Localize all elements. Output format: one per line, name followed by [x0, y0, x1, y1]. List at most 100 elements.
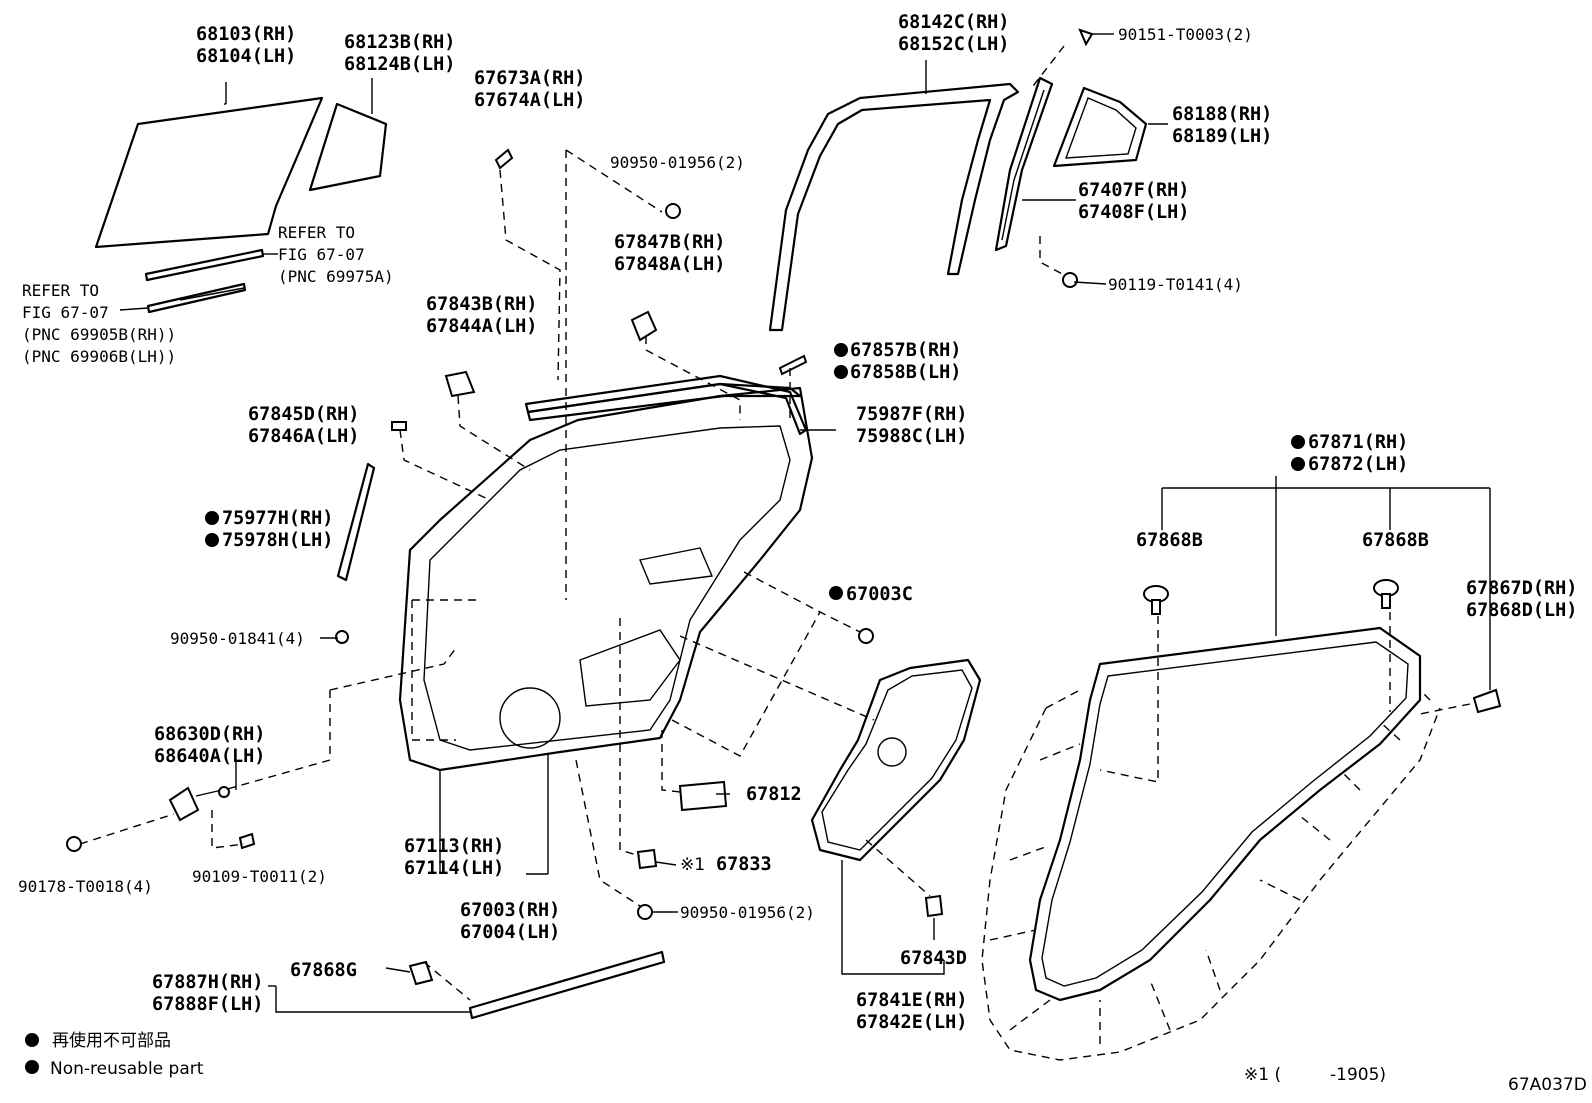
legend-japanese: 再使用不可部品 [52, 1030, 171, 1051]
label-68142c: 68142C(RH) [898, 12, 1009, 33]
label-90950-01841: 90950-01841(4) [170, 629, 305, 648]
label-90178-t0018: 90178-T0018(4) [18, 877, 153, 896]
label-67408f: 67408F(LH) [1078, 202, 1189, 223]
label-67674a: 67674A(LH) [474, 90, 585, 111]
clip-67833-drawing [636, 848, 658, 870]
outer-weatherstrip-drawing [524, 374, 808, 436]
label-67843b: 67843B(RH) [426, 294, 537, 315]
label-67004: 67004(LH) [460, 922, 560, 943]
clip-67673-drawing [494, 148, 514, 170]
bolt-90109-drawing [238, 832, 256, 850]
label-67868g: 67868G [290, 960, 357, 981]
clip-67845-drawing [391, 421, 407, 431]
refer-pnc-2a: (PNC 69905B(RH)) [22, 325, 176, 344]
label-67868b-left: 67868B [1136, 530, 1203, 551]
label-75978h: 75978H(LH) [222, 530, 333, 551]
service-hole-cover-drawing [810, 658, 982, 862]
bracket-67843b-drawing [444, 370, 476, 398]
label-90109-t0011: 90109-T0011(2) [192, 867, 327, 886]
pillar-trim-75977-drawing [336, 462, 376, 582]
label-67867d: 67867D(RH) [1466, 578, 1577, 599]
quarter-glass-drawing [308, 102, 388, 192]
label-67003c: 67003C [846, 584, 913, 605]
label-67858b: 67858B(LH) [850, 362, 961, 383]
bolt-90119-drawing [1062, 272, 1078, 288]
door-check-drawing [168, 786, 230, 822]
label-68103: 68103(RH) [196, 24, 296, 45]
label-90950-01956-top: 90950-01956(2) [610, 153, 745, 172]
label-67857b: 67857B(RH) [850, 340, 961, 361]
label-67673a: 67673A(RH) [474, 68, 585, 89]
label-68630d: 68630D(RH) [154, 724, 265, 745]
label-68152c: 68152C(LH) [898, 34, 1009, 55]
clip-67868g-drawing [408, 960, 434, 986]
dashed-assembly-lines [79, 45, 1471, 1001]
label-67887h: 67887H(RH) [152, 972, 263, 993]
grommet-90950-bottom-drawing [637, 904, 653, 920]
label-67847b: 67847B(RH) [614, 232, 725, 253]
label-90950-01956-bottom: 90950-01956(2) [680, 903, 815, 922]
refer-to-2: REFER TO [22, 281, 99, 300]
rocker-moulding-drawing [468, 950, 666, 1020]
legend: 再使用不可部品 Non-reusable part [50, 1030, 204, 1079]
door-glass-drawing [94, 96, 324, 249]
run-channel-drawing [768, 82, 1020, 332]
figure-code: 67A037D [1508, 1075, 1587, 1095]
part-labels: 68103(RH) 68104(LH) 68123B(RH) 68124B(LH… [18, 12, 1577, 1033]
clip-67868b-left-drawing [1143, 585, 1169, 615]
nut-90950-01841-drawing [335, 630, 349, 644]
grommet-90950-top-drawing [665, 203, 681, 219]
pillar-garnish-drawing [994, 76, 1054, 252]
label-68124b: 68124B(LH) [344, 54, 455, 75]
label-67871: 67871(RH) [1308, 432, 1408, 453]
refer-fig-1: FIG 67-07 [278, 245, 365, 264]
label-68104: 68104(LH) [196, 46, 296, 67]
label-68188: 68188(RH) [1172, 104, 1272, 125]
footnote-mark: ※1 ( [1244, 1065, 1281, 1085]
pad-67857-drawing [778, 354, 808, 376]
leader-lines [119, 33, 1491, 1013]
bolt-90178-drawing [66, 836, 82, 852]
refer-fig-2: FIG 67-07 [22, 303, 109, 322]
label-68189: 68189(LH) [1172, 126, 1272, 147]
grommet-67003c-drawing [858, 628, 874, 644]
label-90119-t0141: 90119-T0141(4) [1108, 275, 1243, 294]
label-67846a: 67846A(LH) [248, 426, 359, 447]
label-90151-t0003: 90151-T0003(2) [1118, 25, 1253, 44]
belt-moulding-drawing [144, 248, 265, 314]
door-weatherstrip-drawing [981, 626, 1441, 1061]
label-75977h: 75977H(RH) [222, 508, 333, 529]
clip-67843d-drawing [924, 894, 944, 918]
label-67868b-right: 67868B [1362, 530, 1429, 551]
label-67868d: 67868D(LH) [1466, 600, 1577, 621]
label-67407f: 67407F(RH) [1078, 180, 1189, 201]
label-75987f: 75987F(RH) [856, 404, 967, 425]
label-67003: 67003(RH) [460, 900, 560, 921]
clip-67867d-drawing [1472, 688, 1502, 714]
footnote: ※1 ( -1905) [1244, 1065, 1386, 1085]
label-68123b: 68123B(RH) [344, 32, 455, 53]
label-67843d: 67843D [900, 948, 967, 969]
label-67812: 67812 [746, 784, 802, 805]
footnote-range: -1905) [1330, 1065, 1386, 1085]
label-67833-mark: ※1 [680, 855, 705, 875]
label-67848a: 67848A(LH) [614, 254, 725, 275]
label-67844a: 67844A(LH) [426, 316, 537, 337]
label-67113: 67113(RH) [404, 836, 504, 857]
label-67845d: 67845D(RH) [248, 404, 359, 425]
label-67842e: 67842E(LH) [856, 1012, 967, 1033]
bolt-90151-drawing [1078, 28, 1094, 47]
label-67114: 67114(LH) [404, 858, 504, 879]
refer-pnc-1: (PNC 69975A) [278, 267, 394, 286]
legend-english: Non-reusable part [50, 1059, 204, 1079]
label-67841e: 67841E(RH) [856, 990, 967, 1011]
label-67888f: 67888F(LH) [152, 994, 263, 1015]
non-reusable-markers [25, 343, 1305, 1074]
clip-67868b-right-drawing [1373, 579, 1399, 609]
label-67833: 67833 [716, 854, 772, 875]
refer-pnc-2b: (PNC 69906B(LH)) [22, 347, 176, 366]
label-67872: 67872(LH) [1308, 454, 1408, 475]
label-68640a: 68640A(LH) [154, 746, 265, 767]
